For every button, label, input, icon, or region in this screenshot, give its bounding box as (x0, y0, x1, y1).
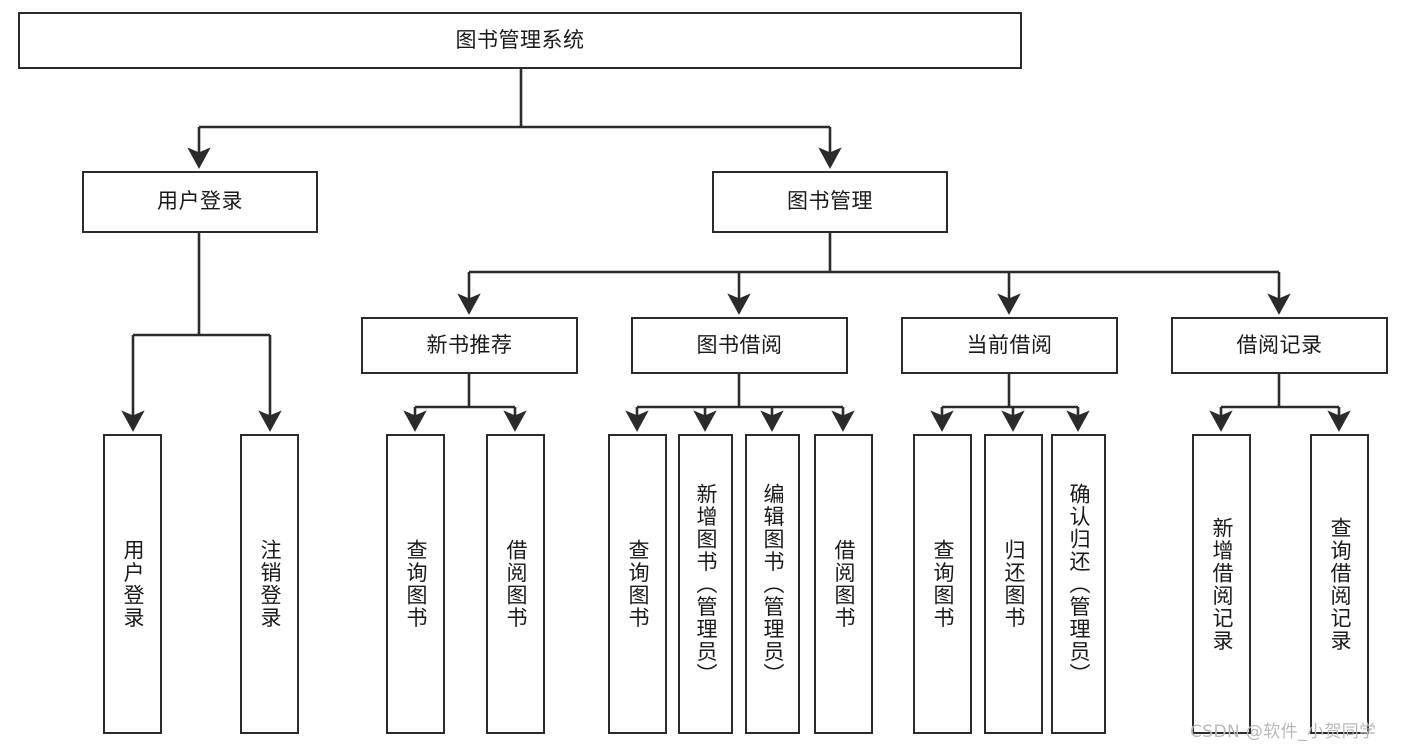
node-book-manage-label: 图书管理 (787, 189, 873, 214)
node-current-borrow[interactable]: 当前借阅 (901, 317, 1118, 374)
node-leaf-confirm-return-admin[interactable]: 确认归还（管理员） (1051, 434, 1106, 734)
node-book-manage[interactable]: 图书管理 (712, 171, 948, 233)
node-new-book-recommend[interactable]: 新书推荐 (361, 317, 578, 374)
node-leaf-user-logout[interactable]: 注销登录 (240, 434, 299, 734)
node-leaf-edit-book-admin-label: 编辑图书（管理员） (760, 482, 785, 686)
node-leaf-return-book-label: 归还图书 (1001, 539, 1026, 629)
node-leaf-borrow-book-2-label: 借阅图书 (831, 539, 856, 629)
node-leaf-user-login-label: 用户登录 (120, 539, 145, 629)
node-leaf-query-borrow-record[interactable]: 查询借阅记录 (1310, 434, 1369, 734)
node-borrow-record-label: 借阅记录 (1236, 332, 1323, 357)
node-root[interactable]: 图书管理系统 (18, 12, 1022, 69)
node-new-book-recommend-label: 新书推荐 (426, 332, 513, 357)
node-leaf-borrow-book-2[interactable]: 借阅图书 (814, 434, 873, 734)
node-root-label: 图书管理系统 (455, 27, 585, 52)
node-leaf-confirm-return-admin-label: 确认归还（管理员） (1066, 482, 1091, 686)
node-leaf-query-borrow-record-label: 查询借阅记录 (1327, 516, 1352, 652)
node-leaf-add-borrow-record-label: 新增借阅记录 (1209, 516, 1234, 652)
node-leaf-query-book-2-label: 查询图书 (625, 539, 650, 629)
node-leaf-borrow-book-1[interactable]: 借阅图书 (486, 434, 545, 734)
node-leaf-return-book[interactable]: 归还图书 (984, 434, 1043, 734)
node-current-borrow-label: 当前借阅 (966, 332, 1053, 357)
node-leaf-add-book-admin-label: 新增图书（管理员） (693, 482, 718, 686)
node-leaf-edit-book-admin[interactable]: 编辑图书（管理员） (745, 434, 800, 734)
csdn-watermark: CSDN @软件_小贺同学 (1190, 722, 1377, 742)
node-leaf-borrow-book-1-label: 借阅图书 (503, 539, 528, 629)
node-leaf-query-book-3[interactable]: 查询图书 (913, 434, 972, 734)
node-leaf-user-logout-label: 注销登录 (257, 539, 282, 629)
node-leaf-query-book-3-label: 查询图书 (930, 539, 955, 629)
node-leaf-query-book-1[interactable]: 查询图书 (386, 434, 445, 734)
node-borrow-record[interactable]: 借阅记录 (1171, 317, 1388, 374)
node-leaf-user-login[interactable]: 用户登录 (103, 434, 162, 734)
node-user-login-label: 用户登录 (157, 189, 243, 214)
node-user-login[interactable]: 用户登录 (82, 171, 318, 233)
node-leaf-query-book-2[interactable]: 查询图书 (608, 434, 667, 734)
node-leaf-query-book-1-label: 查询图书 (403, 539, 428, 629)
node-leaf-add-borrow-record[interactable]: 新增借阅记录 (1192, 434, 1251, 734)
node-book-borrow-label: 图书借阅 (696, 332, 783, 357)
node-leaf-add-book-admin[interactable]: 新增图书（管理员） (678, 434, 733, 734)
node-book-borrow[interactable]: 图书借阅 (631, 317, 848, 374)
